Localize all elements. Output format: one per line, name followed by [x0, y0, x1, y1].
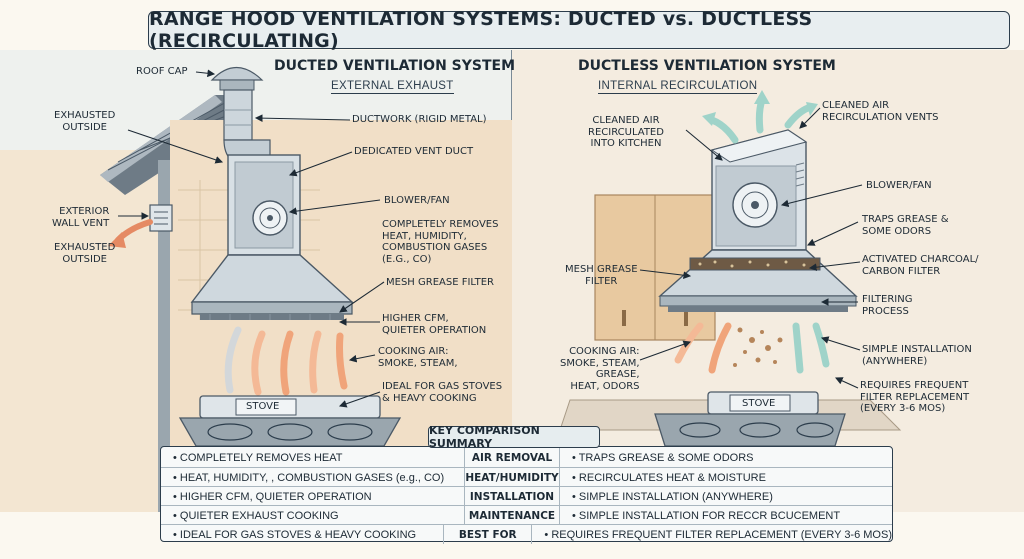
summary-category-cell: AIR REMOVAL — [464, 448, 560, 467]
ductless-title: DUCTLESS VENTILATION SYSTEM — [578, 58, 836, 74]
label-ducted-blower: BLOWER/FAN — [384, 195, 450, 206]
ducted-cooking-air-arrows — [224, 326, 348, 396]
summary-row: • HIGHER CFM, QUIETER OPERATION INSTALLA… — [161, 486, 892, 506]
comparison-summary-table: • COMPLETELY REMOVES HEAT AIR REMOVAL • … — [160, 446, 893, 544]
recirculation-arrowheads — [702, 90, 818, 126]
summary-row: • QUIETER EXHAUST COOKING MAINTENANCE • … — [161, 505, 892, 525]
label-cleaned-air-kitchen: CLEANED AIR RECIRCULATED INTO KITCHEN — [588, 115, 664, 149]
label-higher-cfm: HIGHER CFM, QUIETER OPERATION — [382, 313, 487, 336]
summary-ducted-cell: • QUIETER EXHAUST COOKING — [173, 509, 339, 522]
summary-ducted-cell: • IDEAL FOR GAS STOVES & HEAVY COOKING — [173, 528, 417, 541]
leader-lines — [118, 69, 863, 408]
summary-category-cell: BEST FOR — [443, 525, 533, 544]
page-title: RANGE HOOD VENTILATION SYSTEMS: DUCTED v… — [148, 8, 1010, 52]
label-ideal-for: IDEAL FOR GAS STOVES & HEAVY COOKING — [382, 381, 503, 404]
summary-row: • COMPLETELY REMOVES HEAT AIR REMOVAL • … — [161, 448, 892, 467]
summary-row: • HEAT, HUMIDITY, , COMBUSTION GASES (e.… — [161, 467, 892, 487]
roof-cap — [210, 66, 264, 91]
ducted-subtitle: EXTERNAL EXHAUST — [331, 80, 454, 94]
label-ducted-cooking-air: COOKING AIR: SMOKE, STEAM, — [378, 346, 458, 369]
summary-row: • IDEAL FOR GAS STOVES & HEAVY COOKING B… — [161, 524, 892, 544]
page-title-text: RANGE HOOD VENTILATION SYSTEMS: DUCTED v… — [149, 8, 813, 52]
label-ducted-mesh-filter: MESH GREASE FILTER — [386, 277, 494, 288]
ductless-hood — [658, 249, 858, 312]
grease-particles — [733, 327, 783, 367]
summary-ductless-cell: • RECIRCULATES HEAT & MOISTURE — [572, 471, 766, 484]
ductless-subtitle: INTERNAL RECIRCULATION — [598, 80, 758, 94]
summary-ductless-cell: • REQUIRES FREQUENT FILTER REPLACEMENT (… — [544, 528, 892, 541]
label-ductless-blower: BLOWER/FAN — [866, 180, 932, 191]
label-simple-installation: SIMPLE INSTALLATION (ANYWHERE) — [862, 344, 972, 367]
ducted-hood — [190, 254, 354, 320]
summary-ducted-cell: • HEAT, HUMIDITY, , COMBUSTION GASES (e.… — [173, 471, 445, 484]
summary-ductless-cell: • SIMPLE INSTALLATION (ANYWHERE) — [572, 490, 773, 503]
summary-category-cell: MAINTENANCE — [464, 506, 560, 525]
ducted-chimney — [227, 154, 301, 256]
label-ductless-mesh-filter: MESH GREASE FILTER — [565, 264, 638, 287]
ductless-chimney — [710, 129, 808, 251]
label-exterior-wall-vent: EXTERIOR WALL VENT — [52, 206, 110, 229]
exhaust-arrow — [108, 219, 153, 248]
label-left-stove: STOVE — [246, 401, 280, 412]
label-filtering-process: FILTERING PROCESS — [862, 294, 913, 317]
label-charcoal-filter: ACTIVATED CHARCOAL/ CARBON FILTER — [862, 254, 979, 277]
summary-ducted-cell: • HIGHER CFM, QUIETER OPERATION — [173, 490, 372, 503]
label-requires-replacement: REQUIRES FREQUENT FILTER REPLACEMENT (EV… — [860, 380, 970, 414]
label-completely-removes: COMPLETELY REMOVES HEAT, HUMIDITY, COMBU… — [382, 219, 499, 265]
summary-ductless-cell: • SIMPLE INSTALLATION FOR RECCR BCUCEMEN… — [572, 509, 841, 522]
label-cleaned-air-vents: CLEANED AIR RECIRCULATION VENTS — [822, 100, 939, 123]
label-exhausted-outside-top: EXHAUSTED OUTSIDE — [54, 110, 116, 133]
label-ductwork: DUCTWORK (RIGID METAL) — [352, 114, 487, 125]
summary-ductless-cell: • TRAPS GREASE & SOME ODORS — [572, 451, 754, 464]
summary-header: KEY COMPARISON SUMMARY — [428, 424, 600, 450]
ducted-title: DUCTED VENTILATION SYSTEM — [274, 58, 516, 74]
label-ductless-cooking-air: COOKING AIR: SMOKE, STEAM, GREASE, HEAT,… — [560, 346, 640, 392]
summary-ducted-cell: • COMPLETELY REMOVES HEAT — [173, 451, 343, 464]
summary-category-cell: HEAT/HUMIDITY — [464, 468, 560, 487]
exterior-wall-vent — [149, 204, 173, 232]
label-traps-grease: TRAPS GREASE & SOME ODORS — [862, 214, 949, 237]
label-roof-cap: ROOF CAP — [136, 66, 188, 77]
right-stove — [654, 391, 846, 447]
label-right-stove: STOVE — [742, 398, 776, 409]
label-dedicated-vent-duct: DEDICATED VENT DUCT — [354, 146, 474, 157]
summary-category-cell: INSTALLATION — [464, 487, 560, 506]
label-exhausted-outside-bottom: EXHAUSTED OUTSIDE — [54, 242, 116, 265]
left-stove — [178, 395, 402, 447]
